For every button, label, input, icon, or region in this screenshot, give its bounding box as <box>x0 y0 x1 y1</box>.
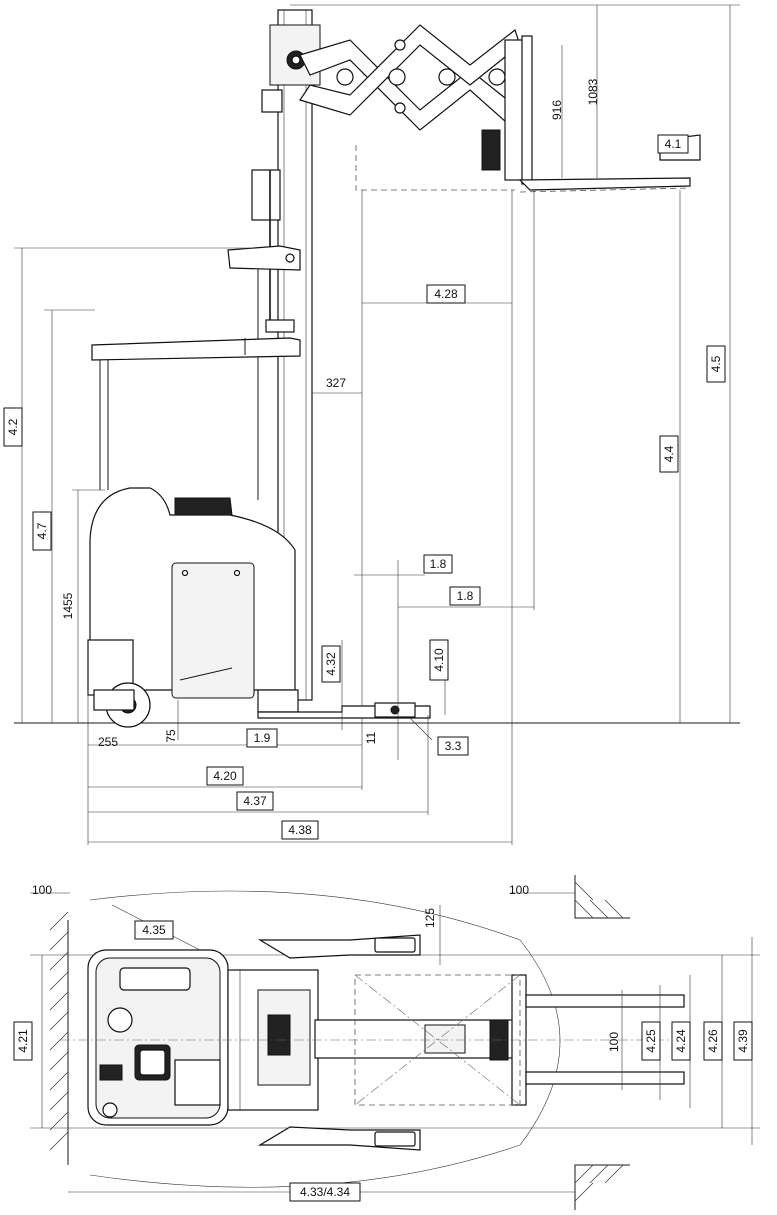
fork-carriage-raised <box>481 35 701 193</box>
label-box-4-4 <box>659 435 679 473</box>
label-75: 75 <box>164 729 178 743</box>
label-916: 916 <box>550 100 564 120</box>
label-100-center: 100 <box>607 1032 621 1052</box>
overhead-guard <box>91 245 301 490</box>
label-100-right: 100 <box>509 883 529 897</box>
label-4-24: 4.24 <box>674 1029 688 1053</box>
label-4-21: 4.21 <box>16 1029 30 1053</box>
label-100-left: 100 <box>32 883 52 897</box>
label-1-8-upper: 1.8 <box>430 557 447 571</box>
label-box-4-2 <box>3 407 23 447</box>
label-125: 125 <box>423 908 437 928</box>
label-4-38: 4.38 <box>288 823 312 837</box>
label-4-39: 4.39 <box>736 1029 750 1053</box>
label-box-4-39 <box>733 1021 753 1061</box>
label-box-3-3 <box>437 736 469 756</box>
label-4-32: 4.32 <box>324 652 338 676</box>
top-view: 100 100 4.35 125 4.21 100 4.25 4.24 4.26… <box>13 875 760 1210</box>
label-327: 327 <box>326 376 346 390</box>
reach-carriage-top <box>314 974 527 1106</box>
label-box-4-26 <box>703 1021 723 1061</box>
diag-line-2 <box>354 974 521 1106</box>
leader-3-3 <box>409 717 433 741</box>
label-4-33: 4.33/4.34 <box>300 1185 350 1199</box>
label-box-4-21 <box>13 1021 33 1061</box>
label-box-4-1 <box>657 134 689 154</box>
label-box-4-35 <box>134 920 174 940</box>
label-4-10: 4.10 <box>432 648 446 672</box>
label-box-4-33 <box>289 1182 361 1202</box>
diag-line-1 <box>354 974 521 1106</box>
label-1455: 1455 <box>61 592 75 619</box>
label-box-4-37 <box>236 791 274 811</box>
label-box-4-20 <box>206 766 244 786</box>
scissor-mechanism <box>299 24 521 132</box>
right-wall-bottom <box>574 1164 630 1210</box>
label-4-26: 4.26 <box>706 1029 720 1053</box>
label-4-4: 4.4 <box>662 445 676 462</box>
label-1-9: 1.9 <box>254 731 271 745</box>
side-view: 4.1 1083 916 4.5 4.4 4.28 327 4.2 4.7 14… <box>3 4 740 845</box>
left-wall <box>49 911 69 1165</box>
label-3-3: 3.3 <box>445 739 462 753</box>
label-4-2: 4.2 <box>6 418 20 435</box>
label-box-1-9 <box>246 728 278 748</box>
label-box-4-32 <box>321 645 341 683</box>
right-wall-top <box>574 875 630 919</box>
truck-body <box>87 487 296 699</box>
label-1083: 1083 <box>586 78 600 105</box>
label-4-25: 4.25 <box>644 1029 658 1053</box>
label-1-8-lower: 1.8 <box>457 589 474 603</box>
base-leg <box>257 689 431 719</box>
label-box-4-24 <box>671 1021 691 1061</box>
label-4-28: 4.28 <box>434 287 458 301</box>
forks-top <box>525 994 685 1085</box>
label-box-4-25 <box>641 1021 661 1061</box>
label-box-4-38 <box>281 820 319 840</box>
label-box-4-5 <box>706 345 726 383</box>
retracted-carriage-outline <box>355 145 515 191</box>
label-4-1: 4.1 <box>665 137 682 151</box>
label-4-7: 4.7 <box>35 522 49 539</box>
base-legs-top <box>257 934 421 1151</box>
label-4-35: 4.35 <box>142 923 166 937</box>
caster-housing <box>93 689 135 711</box>
label-box-1-8-lower <box>449 586 481 606</box>
label-255: 255 <box>98 735 118 749</box>
label-4-5: 4.5 <box>709 355 723 372</box>
label-box-4-7 <box>32 511 52 551</box>
label-box-4-10 <box>429 639 449 681</box>
label-box-4-28 <box>426 284 466 304</box>
label-box-1-8-upper <box>423 554 453 574</box>
truck-body-top <box>87 949 229 1126</box>
label-4-20: 4.20 <box>213 769 237 783</box>
label-11: 11 <box>364 731 378 744</box>
label-4-37: 4.37 <box>243 794 267 808</box>
